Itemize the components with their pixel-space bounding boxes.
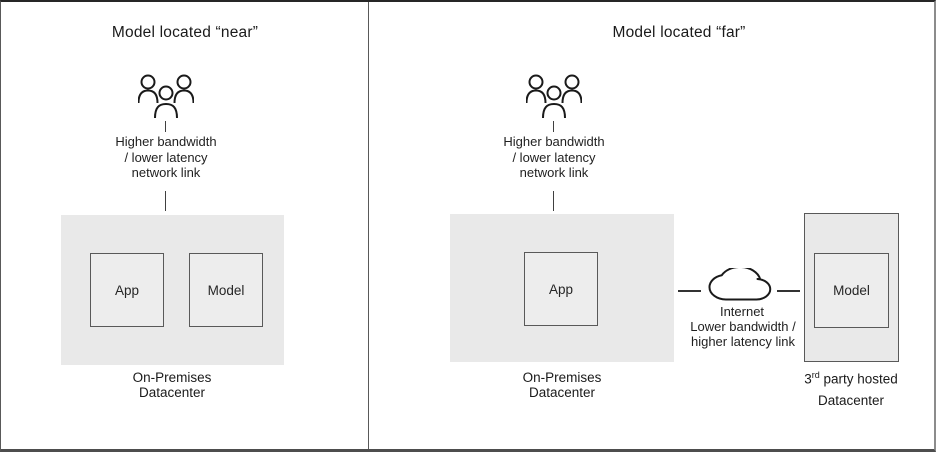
app-node-label: App <box>114 282 140 298</box>
app-node: App <box>90 253 164 327</box>
model-node: Model <box>814 253 889 328</box>
internet-label: Internet <box>719 304 765 319</box>
panel-divider <box>368 2 369 449</box>
network-link-label: Higher bandwidth / lower latency network… <box>115 134 217 180</box>
connector-line <box>553 191 554 211</box>
users-icon <box>138 73 194 120</box>
panel-near: Model located “near” Higher bandwidth / … <box>1 2 369 449</box>
label-suffix: party hosted <box>819 371 898 387</box>
connector-line <box>165 121 166 132</box>
model-node: Model <box>189 253 263 327</box>
connector-line <box>165 191 166 211</box>
third-party-datacenter-label-line1: 3rd party hosted <box>771 370 931 387</box>
label-prefix: 3 <box>804 371 812 387</box>
app-node-label: App <box>548 281 574 297</box>
app-node: App <box>524 252 598 326</box>
link-dash-left <box>678 290 701 292</box>
network-link-label: Higher bandwidth / lower latency network… <box>503 134 605 180</box>
panel-far-title: Model located “far” <box>612 24 746 41</box>
on-premises-datacenter-label: On-Premises Datacenter <box>522 370 602 400</box>
link-dash-right <box>777 290 800 292</box>
model-node-label: Model <box>833 283 870 298</box>
label-superscript: rd <box>811 370 820 380</box>
panel-near-title: Model located “near” <box>111 24 259 41</box>
internet-link-label: Lower bandwidth / higher latency link <box>690 319 796 349</box>
third-party-datacenter-label-line2: Datacenter <box>817 393 885 408</box>
users-icon <box>526 73 582 120</box>
connector-line <box>553 121 554 132</box>
cloud-icon <box>707 268 773 305</box>
panel-far: Model located “far” Higher bandwidth / l… <box>369 2 934 449</box>
model-node-label: Model <box>207 282 245 298</box>
on-premises-datacenter-label: On-Premises Datacenter <box>132 370 212 400</box>
